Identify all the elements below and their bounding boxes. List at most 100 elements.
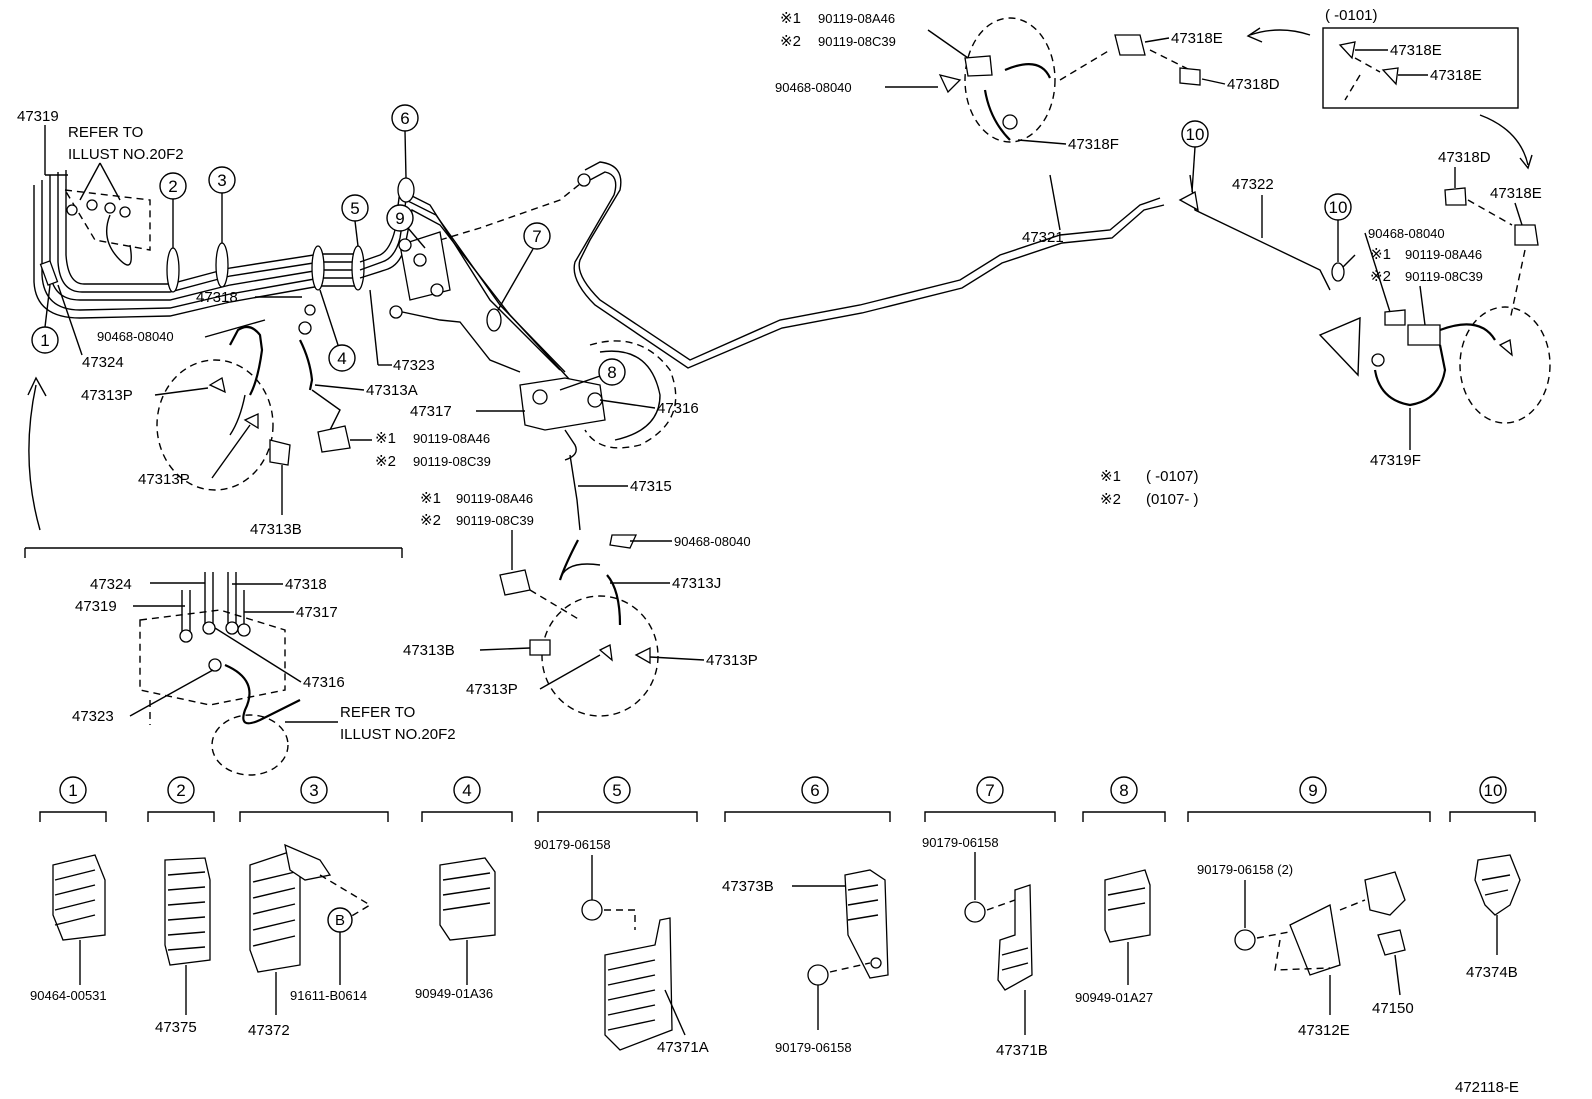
label-90119-08A46-b: 90119-08A46 (456, 491, 533, 506)
label-47315: 47315 (630, 478, 672, 495)
callout-5: 5 (341, 194, 369, 247)
inset-label-47323: 47323 (72, 708, 114, 725)
label-47313B-1: 47313B (250, 521, 302, 538)
clamp-section-6: 6 47373B 90179-06158 (722, 776, 891, 1055)
label-90119-08A46-d: 90119-08A46 (1405, 247, 1482, 262)
svg-text:3: 3 (217, 171, 226, 190)
clamp-section-1: 1 90464-00531 (30, 776, 107, 1003)
inset-label-47318: 47318 (285, 576, 327, 593)
inset-box-early-models (1246, 27, 1533, 170)
label-47317: 47317 (410, 403, 452, 420)
label-47313B-2: 47313B (403, 642, 455, 659)
label-90468-08040-a: 90468-08040 (97, 329, 174, 344)
label-47318E-4: 47318E (1490, 185, 1542, 202)
inset-label-illust-20f2: ILLUST NO.20F2 (340, 726, 456, 743)
svg-text:1: 1 (40, 331, 49, 350)
callout-1: 1 (31, 284, 59, 354)
svg-text:5: 5 (612, 781, 621, 800)
mark-2-b: ※2 (420, 512, 441, 529)
svg-text:6: 6 (810, 781, 819, 800)
inset-label-47324: 47324 (90, 576, 132, 593)
rear-right-lower-hose (1318, 187, 1551, 424)
mark-2-c: ※2 (780, 33, 801, 50)
clamp-part-47371A: 47371A (657, 1039, 709, 1056)
callout-9: 9 (386, 204, 426, 249)
label-47318: 47318 (196, 289, 238, 306)
label-47318E-1: 47318E (1171, 30, 1223, 47)
clamp-part-47312E: 47312E (1298, 1022, 1350, 1039)
label-47323: 47323 (393, 357, 435, 374)
label-90468-08040-d: 90468-08040 (1368, 226, 1445, 241)
svg-text:2: 2 (176, 781, 185, 800)
clamp-grommet-9: 90179-06158 (2) (1197, 862, 1293, 877)
label-90119-08C39-b: 90119-08C39 (456, 513, 534, 528)
clamp-section-7: 7 90179-06158 47371B (922, 776, 1056, 1059)
callout-7: 7 (497, 222, 551, 311)
label-refer-to: REFER TO (68, 124, 143, 141)
label-47318D-2: 47318D (1438, 149, 1491, 166)
ref-b: B (335, 912, 345, 929)
clamp-section-5: 5 90179-06158 47371A (534, 776, 709, 1056)
clamp-section-9: 9 90179-06158 (2) 47312E 47150 (1187, 776, 1431, 1039)
clamp-part-47374B: 47374B (1466, 964, 1518, 981)
upward-arrow (28, 384, 41, 531)
svg-text:7: 7 (532, 227, 541, 246)
diagram-id: 472118-E (1455, 1079, 1519, 1096)
callout-4: 4 (319, 289, 356, 372)
label-47313P-2: 47313P (138, 471, 190, 488)
callout-8: 8 (559, 358, 626, 391)
inset-label-47317: 47317 (296, 604, 338, 621)
clamp-part-91611-B0614: 91611-B0614 (290, 988, 367, 1003)
svg-text:3: 3 (309, 781, 318, 800)
label-illust-20f2: ILLUST NO.20F2 (68, 146, 184, 163)
rear-right-upper-hose (938, 17, 1356, 291)
clamp-part-90949-01A36: 90949-01A36 (415, 986, 493, 1001)
upward-arrow-head (27, 376, 47, 397)
front-left-brake-hose (156, 304, 351, 491)
callout-2: 2 (159, 172, 187, 248)
mark-2-d: ※2 (1370, 268, 1391, 285)
clamp-part-47375: 47375 (155, 1019, 197, 1036)
front-brake-tube-bundle (33, 161, 1165, 381)
legend-mark-1: ※1 (1100, 468, 1121, 485)
label-47319: 47319 (17, 108, 59, 125)
callout-3: 3 (208, 166, 236, 243)
inset-range: ( -0101) (1325, 7, 1378, 24)
callout-10b: 10 (1324, 193, 1352, 262)
svg-text:7: 7 (985, 781, 994, 800)
clamp-section-8: 8 90949-01A27 (1075, 776, 1166, 1005)
clamp-part-47371B: 47371B (996, 1042, 1048, 1059)
label-47318F: 47318F (1068, 136, 1119, 153)
legend-range-2: (0107- ) (1146, 491, 1199, 508)
label-90119-08C39-a: 90119-08C39 (413, 454, 491, 469)
inset-connector-block (24, 547, 403, 776)
svg-text:10: 10 (1484, 781, 1503, 800)
callout-6: 6 (391, 104, 419, 179)
clamp-section-2: 2 47375 (147, 776, 215, 1036)
svg-text:6: 6 (400, 109, 409, 128)
label-47322: 47322 (1232, 176, 1274, 193)
brake-master-cylinder (519, 340, 677, 461)
svg-text:5: 5 (350, 199, 359, 218)
svg-text:8: 8 (1119, 781, 1128, 800)
mark-2-a: ※2 (375, 453, 396, 470)
clamp-part-47372: 47372 (248, 1022, 290, 1039)
mark-1-d: ※1 (1370, 246, 1391, 263)
svg-text:9: 9 (395, 209, 404, 228)
svg-text:1: 1 (68, 781, 77, 800)
mark-1-a: ※1 (375, 430, 396, 447)
label-47316: 47316 (657, 400, 699, 417)
svg-text:9: 9 (1308, 781, 1317, 800)
legend-range-1: ( -0107) (1146, 468, 1199, 485)
inset-label-47316: 47316 (303, 674, 345, 691)
label-90468-08040-b: 90468-08040 (674, 534, 751, 549)
label-47319F: 47319F (1370, 452, 1421, 469)
mark-1-c: ※1 (780, 10, 801, 27)
proportioning-valve (389, 231, 521, 373)
label-47324: 47324 (82, 354, 124, 371)
clamp-grommet-7: 90179-06158 (922, 835, 999, 850)
label-90119-08C39-d: 90119-08C39 (1405, 269, 1483, 284)
label-47313P-3: 47313P (706, 652, 758, 669)
svg-text:2: 2 (168, 177, 177, 196)
